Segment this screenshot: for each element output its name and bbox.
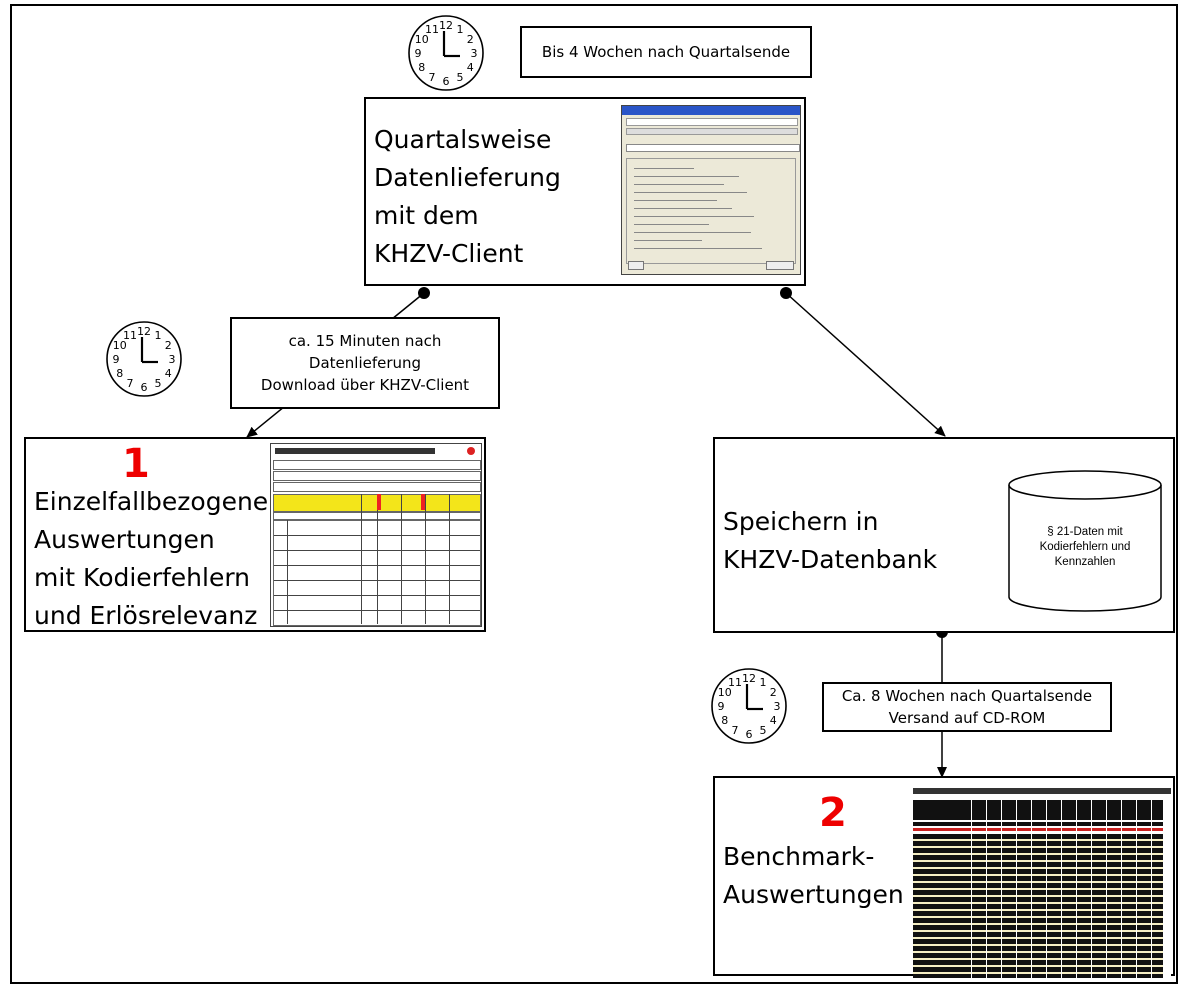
clock-number: 12 — [742, 672, 756, 685]
clock-number: 2 — [770, 686, 777, 699]
clock-number: 3 — [169, 353, 176, 366]
note-left-line-3: Download über KHZV-Client — [260, 376, 470, 394]
clock-number: 1 — [457, 23, 464, 36]
clock-number: 3 — [471, 47, 478, 60]
clock-number: 1 — [760, 676, 767, 689]
clock-number: 5 — [457, 71, 464, 84]
note-left-line-2: Datenlieferung — [308, 354, 422, 372]
clock-number: 4 — [165, 367, 172, 380]
box-benchmark: 2 Benchmark- Auswertungen — [713, 776, 1175, 978]
clock-number: 10 — [113, 339, 127, 352]
clock-number: 11 — [728, 676, 742, 689]
clock-number: 3 — [774, 700, 781, 713]
clock-number: 8 — [418, 61, 425, 74]
edge-client-to-speichern — [780, 287, 946, 437]
clock-face — [711, 668, 787, 744]
clock-number: 6 — [746, 728, 753, 741]
note-left-line-1: ca. 15 Minuten nach — [288, 332, 442, 350]
clock-number: 5 — [155, 377, 162, 390]
clock-number: 9 — [415, 47, 422, 60]
clock-number: 1 — [155, 329, 162, 342]
clock-number: 9 — [113, 353, 120, 366]
note-right: Ca. 8 Wochen nach Quartalsende Versand a… — [822, 682, 1112, 732]
clock-number: 8 — [116, 367, 123, 380]
clock-number: 7 — [127, 377, 134, 390]
clock-face — [408, 15, 484, 91]
client-screenshot-thumbnail — [621, 105, 801, 275]
clock-number: 4 — [467, 61, 474, 74]
note-right-line-2: Versand auf CD-ROM — [888, 709, 1046, 727]
clock-face — [106, 321, 182, 397]
clock-number: 9 — [718, 700, 725, 713]
clock-number: 2 — [467, 33, 474, 46]
clock-number: 2 — [165, 339, 172, 352]
note-left: ca. 15 Minuten nach Datenlieferung Downl… — [230, 317, 500, 409]
box-client: Quartalsweise Datenlieferung mit dem KHZ… — [364, 97, 806, 286]
clock-number: 6 — [443, 75, 450, 88]
clock-number: 11 — [123, 329, 137, 342]
clock-number: 5 — [760, 724, 767, 737]
clock-number: 4 — [770, 714, 777, 727]
box-speichern: Speichern in KHZV-Datenbank § 21-Daten m… — [713, 437, 1175, 633]
box-einzelfall: 1 Einzelfallbezogene Auswertungen mit Ko… — [24, 437, 486, 632]
clock-number: 10 — [718, 686, 732, 699]
box-benchmark-text: Benchmark- Auswertungen — [723, 842, 904, 909]
clock-number: 10 — [415, 33, 429, 46]
box-einzelfall-text: Einzelfallbezogene Auswertungen mit Kodi… — [34, 487, 269, 630]
database-cylinder-icon — [1008, 470, 1162, 612]
clock-number: 7 — [429, 71, 436, 84]
clock-number: 8 — [721, 714, 728, 727]
clock-number: 7 — [732, 724, 739, 737]
benchmark-number: 2 — [819, 790, 847, 836]
database-label: § 21-Daten mit Kodierfehlern und Kennzah… — [1039, 526, 1131, 568]
clock-number: 11 — [425, 23, 439, 36]
box-speichern-text: Speichern in KHZV-Datenbank — [723, 507, 938, 574]
note-top-text: Bis 4 Wochen nach Quartalsende — [541, 43, 791, 61]
clock-number: 12 — [137, 325, 151, 338]
benchmark-report-thumbnail — [913, 788, 1171, 978]
box-client-text: Quartalsweise Datenlieferung mit dem KHZ… — [374, 125, 561, 268]
clock-number: 6 — [141, 381, 148, 394]
note-right-line-1: Ca. 8 Wochen nach Quartalsende — [841, 687, 1093, 705]
note-top: Bis 4 Wochen nach Quartalsende — [520, 26, 812, 78]
einzelfall-report-thumbnail — [270, 443, 482, 627]
clock-number: 12 — [439, 19, 453, 32]
einzelfall-number: 1 — [122, 441, 150, 487]
